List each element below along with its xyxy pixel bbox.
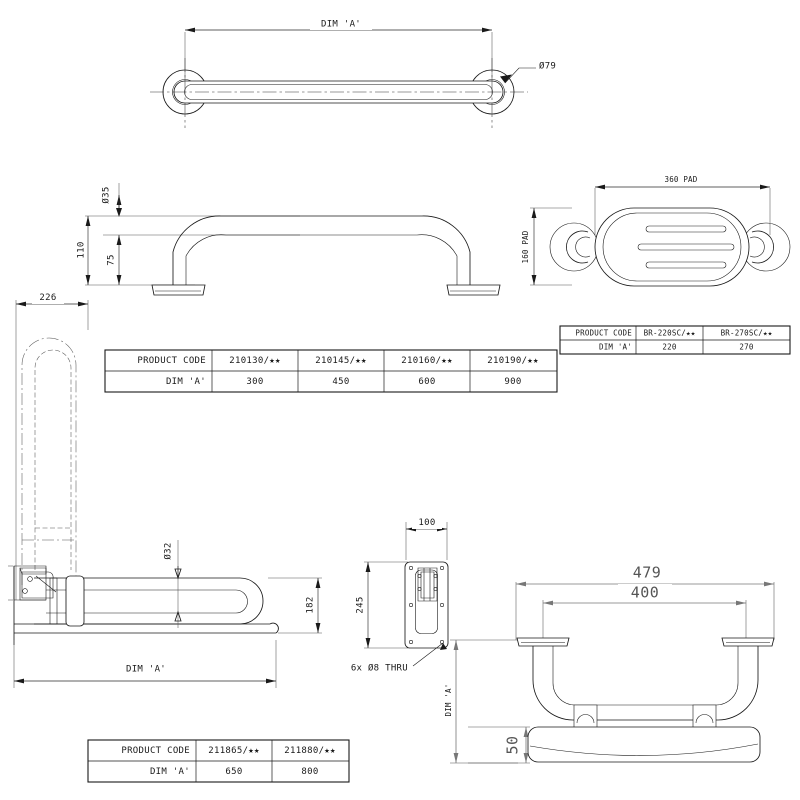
dimension-folding-depth-226: 226	[15, 292, 89, 600]
dim-label-seat-dim-a: DIM 'A'	[444, 683, 453, 716]
dim-label-folding-dim-a: DIM 'A'	[126, 665, 166, 675]
dimension-plate-width-100: 100	[405, 517, 448, 560]
dim-label-seat-outer-width: 479	[633, 564, 662, 582]
rail-table-row1-header: DIM 'A'	[166, 377, 206, 387]
dim-label-folding-depth: 226	[39, 293, 56, 303]
dimension-pad-width: 360 PAD	[594, 174, 771, 235]
dim-label-height-110: 110	[77, 241, 87, 258]
dimension-straight-rail-length: DIM 'A'	[184, 17, 493, 95]
rail-table-row0-header: PRODUCT CODE	[137, 356, 206, 366]
dimension-height-75: 75	[107, 235, 122, 285]
pad-body	[594, 207, 750, 287]
seat-rail-flange-left	[516, 637, 570, 647]
dimension-tube-diameter-32: Ø32	[163, 540, 182, 628]
dim-label-straight-rail-length: DIM 'A'	[321, 20, 361, 30]
folding-table-row1-header: DIM 'A'	[150, 767, 190, 777]
view-seat-support-rail: 479 400 DIM 'A' 50	[444, 564, 775, 764]
view-straight-rail-front: DIM 'A' Ø79	[150, 17, 556, 128]
folding-table-row0-header: PRODUCT CODE	[121, 746, 190, 756]
folding-table-row1-cell0: 650	[225, 767, 242, 777]
leader-flange-diameter: Ø79	[500, 61, 556, 84]
folding-rail-pivot-collar	[65, 575, 85, 627]
pad-table-row1-cell0: 220	[662, 343, 676, 352]
dim-label-plate-height: 245	[356, 596, 366, 613]
view-backrest-pad: 360 PAD 160 PAD	[521, 174, 791, 287]
dim-label-height-75: 75	[107, 254, 117, 265]
pad-table-row1-cell1: 270	[739, 343, 753, 352]
dim-label-pad-height: 160 PAD	[521, 230, 530, 263]
folding-table-row0-cell0: 211865/★★	[208, 746, 260, 756]
dim-label-pad-width: 360 PAD	[664, 175, 697, 184]
flange-plate-right	[446, 284, 501, 296]
note-fixing-holes: 6x Ø8 THRU	[351, 663, 408, 674]
pad-table-row0-header: PRODUCT CODE	[575, 329, 632, 338]
dimension-plate-height-245: 245	[356, 561, 408, 649]
dim-label-tube-diameter-32: Ø32	[163, 542, 174, 559]
rail-table-row1-cell2: 600	[418, 377, 435, 387]
rail-table-row0-cell3: 210190/★★	[487, 356, 539, 366]
rail-table-row1-cell1: 450	[332, 377, 349, 387]
view-folding-rail: 226	[8, 292, 322, 688]
seat-rail-tube	[532, 646, 759, 721]
flange-plate-left	[151, 284, 206, 296]
rail-table-row0-cell2: 210160/★★	[401, 356, 453, 366]
dimension-seat-depth-50: 50	[468, 726, 530, 764]
rail-table-row1-cell3: 900	[504, 377, 521, 387]
pad-grooves	[637, 225, 735, 269]
seat-rail-flange-right	[721, 637, 775, 647]
folding-rail-wall-plate	[8, 565, 57, 645]
view-wall-plate-detail: 100 245	[351, 517, 449, 674]
wall-plate-body	[404, 561, 449, 649]
table-pad-product-codes: PRODUCT CODE BR-220SC/★★ BR-270SC/★★ DIM…	[559, 325, 791, 355]
folding-table-row1-cell1: 800	[301, 767, 318, 777]
dimension-folding-width-182: 182	[268, 577, 322, 634]
table-folding-rail-product-codes: PRODUCT CODE 211865/★★ 211880/★★ DIM 'A'…	[87, 739, 350, 783]
folding-rail-lowered	[14, 577, 279, 634]
leader-fixing-holes-note: 6x Ø8 THRU	[351, 642, 447, 674]
rail-table-row0-cell1: 210145/★★	[315, 356, 367, 366]
folding-rail-raised-phantom	[21, 337, 77, 585]
pad-table-row0-cell1: BR-270SC/★★	[721, 329, 773, 338]
table-straight-rail-product-codes: PRODUCT CODE 210130/★★ 210145/★★ 210160/…	[104, 349, 558, 393]
wall-plate-fixing-holes	[408, 565, 444, 644]
dimension-folding-dim-a: DIM 'A'	[13, 640, 277, 688]
pad-table-row0-cell0: BR-220SC/★★	[644, 329, 696, 338]
view-straight-rail-side: Ø35 110 75	[77, 183, 501, 296]
dim-label-tube-diameter-35: Ø35	[101, 186, 112, 203]
folding-table-row0-cell1: 211880/★★	[284, 746, 336, 756]
dimension-height-110: 110	[77, 216, 91, 285]
rail-table-row0-cell0: 210130/★★	[229, 356, 281, 366]
dimension-pad-height: 160 PAD	[521, 207, 572, 286]
dim-label-plate-width: 100	[418, 518, 435, 528]
pad-table-row1-header: DIM 'A'	[599, 343, 632, 352]
dim-label-seat-inner-width: 400	[631, 584, 660, 602]
seat-slab	[527, 726, 761, 763]
dim-label-seat-depth: 50	[504, 735, 522, 754]
dimension-tube-diameter-35: Ø35	[101, 183, 122, 217]
dimension-seat-inner-400: 400	[542, 584, 747, 645]
dimension-seat-outer-479: 479	[515, 564, 775, 640]
rail-side-profile	[172, 215, 471, 285]
dim-label-flange-diameter: Ø79	[539, 61, 556, 72]
rail-table-row1-cell0: 300	[246, 377, 263, 387]
dim-label-folding-width: 182	[306, 596, 316, 613]
